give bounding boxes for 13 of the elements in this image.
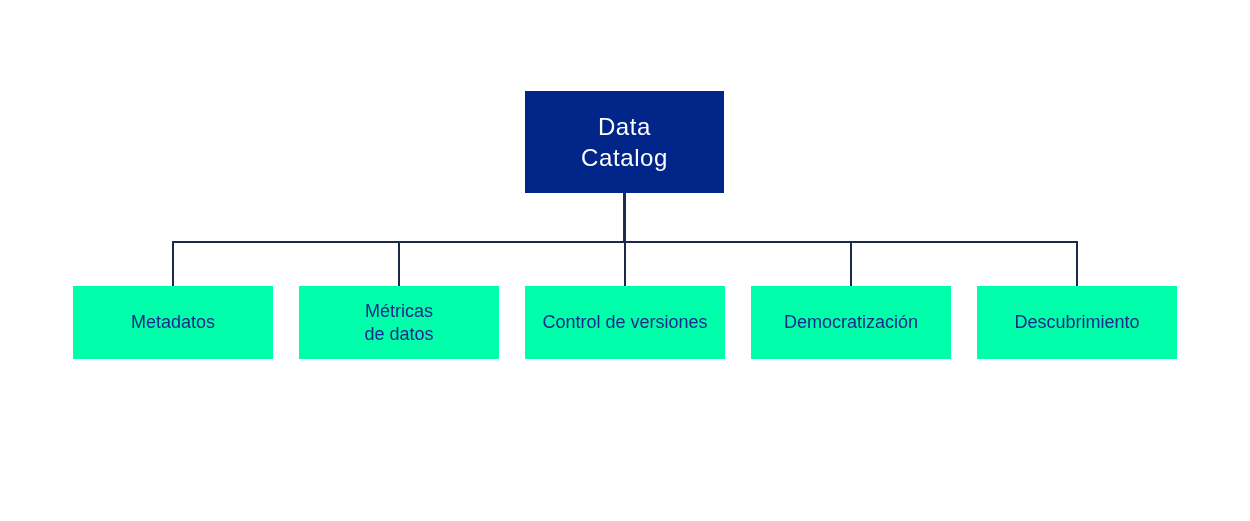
category-label: Metadatos — [130, 311, 216, 334]
root-label: Data Catalog — [580, 112, 669, 173]
category-box — [73, 286, 273, 359]
category-label: Democratización — [783, 311, 919, 334]
category-label: Control de versiones — [542, 311, 708, 334]
category-box — [299, 286, 499, 359]
category-box — [751, 286, 951, 359]
category-label: Métricas de datos — [363, 299, 435, 346]
category-box — [977, 286, 1177, 359]
root-box — [525, 91, 724, 193]
connector-line — [623, 192, 1078, 287]
category-label: Descubrimiento — [1014, 311, 1140, 334]
category-box — [525, 286, 725, 359]
